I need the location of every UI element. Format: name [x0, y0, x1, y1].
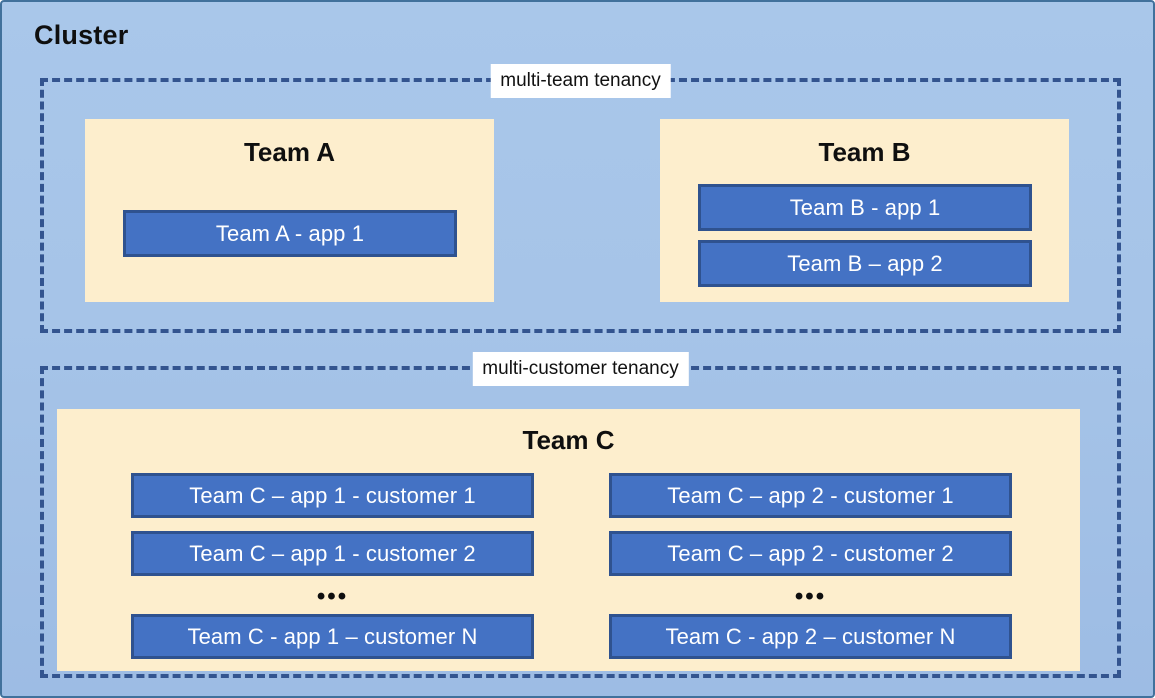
tenancy-group-multi-customer: multi-customer tenancy: [40, 352, 1121, 678]
app-box-team-c-app-1-customer-n[interactable]: Team C - app 1 – customer N: [131, 614, 534, 659]
tenancy-label-multi-customer: multi-customer tenancy: [472, 352, 689, 386]
app-box-team-c-app-2-customer-2[interactable]: Team C – app 2 - customer 2: [609, 531, 1012, 576]
team-title-team-b: Team B: [818, 137, 911, 167]
tenancy-label-multi-team: multi-team tenancy: [490, 64, 671, 98]
ellipsis-team-c-app-2: •••: [794, 583, 827, 610]
app-box-team-c-app-1-customer-2[interactable]: Team C – app 1 - customer 2: [131, 531, 534, 576]
app-box-team-c-app-1-customer-1[interactable]: Team C – app 1 - customer 1: [131, 473, 534, 518]
tenancy-group-multi-team: multi-team tenancy: [40, 64, 1121, 333]
app-box-team-c-app-2-customer-1[interactable]: Team C – app 2 - customer 1: [609, 473, 1012, 518]
ellipsis-team-c-app-1: •••: [316, 583, 349, 610]
app-box-team-a-app-1[interactable]: Team A - app 1: [123, 210, 457, 257]
team-title-team-c: Team C: [522, 425, 615, 455]
team-title-team-a: Team A: [243, 137, 336, 167]
app-box-team-c-app-2-customer-n[interactable]: Team C - app 2 – customer N: [609, 614, 1012, 659]
app-box-team-b-app-1[interactable]: Team B - app 1: [698, 184, 1032, 231]
app-box-team-b-app-2[interactable]: Team B – app 2: [698, 240, 1032, 287]
cluster-title: Cluster: [34, 20, 129, 50]
